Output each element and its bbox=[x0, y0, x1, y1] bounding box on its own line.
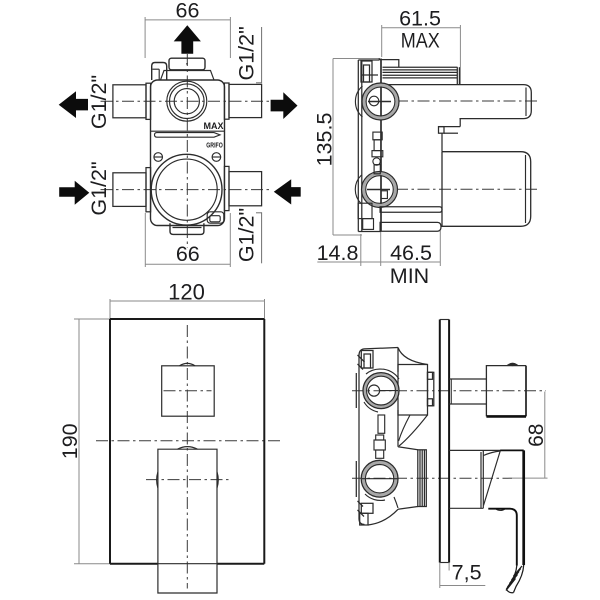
svg-text:G1/2": G1/2" bbox=[87, 161, 111, 215]
svg-text:46.5: 46.5 bbox=[390, 241, 432, 265]
svg-text:GRIFO: GRIFO bbox=[206, 141, 223, 150]
svg-text:7,5: 7,5 bbox=[452, 561, 482, 585]
svg-text:68: 68 bbox=[525, 424, 548, 447]
svg-text:14.8: 14.8 bbox=[317, 241, 359, 265]
svg-text:MAX: MAX bbox=[204, 121, 224, 131]
svg-text:G1/2": G1/2" bbox=[235, 208, 259, 262]
svg-text:G1/2": G1/2" bbox=[87, 75, 111, 129]
svg-text:135.5: 135.5 bbox=[313, 113, 337, 167]
svg-text:190: 190 bbox=[58, 423, 82, 459]
svg-text:MIN: MIN bbox=[390, 264, 429, 288]
svg-text:66: 66 bbox=[176, 242, 200, 266]
svg-text:G1/2": G1/2" bbox=[235, 26, 259, 80]
svg-text:120: 120 bbox=[168, 280, 205, 305]
svg-text:66: 66 bbox=[176, 0, 200, 23]
svg-text:61.5: 61.5 bbox=[399, 7, 441, 31]
svg-text:MAX: MAX bbox=[401, 29, 440, 53]
